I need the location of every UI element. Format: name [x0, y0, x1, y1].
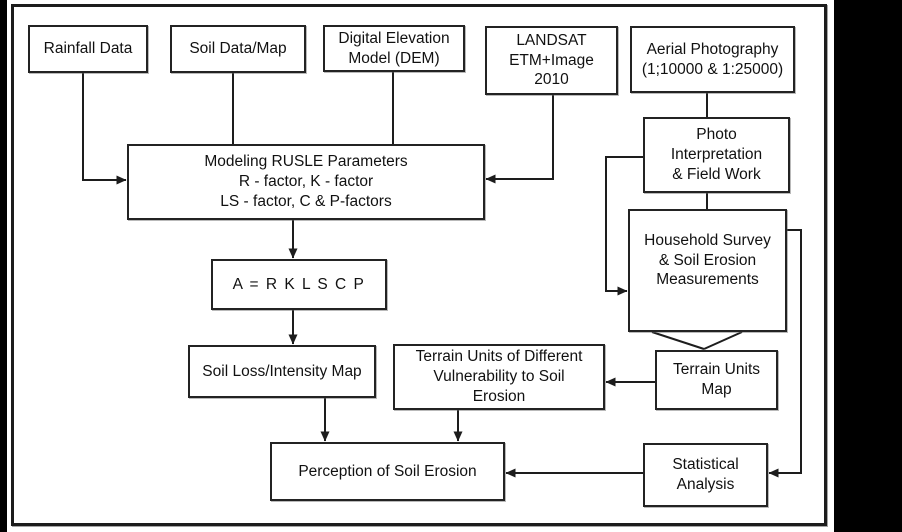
right-black-matte — [834, 0, 902, 532]
node-perception-of-soil-erosion-label: Perception of Soil Erosion — [298, 462, 477, 480]
node-digital-elevation-model: Digital Elevation Model (DEM) — [323, 25, 465, 72]
node-modeling-rusle-parameters: Modeling RUSLE Parameters R - factor, K … — [127, 144, 485, 220]
node-terrain-units-vulnerability-label: Terrain Units of Different Vulnerability… — [415, 348, 583, 405]
node-landsat-etm-image: LANDSAT ETM+Image 2010 — [485, 26, 618, 95]
node-digital-elevation-model-label: Digital Elevation Model (DEM) — [338, 29, 450, 67]
node-aerial-photography-label: Aerial Photography (1;10000 & 1:25000) — [641, 40, 784, 78]
node-landsat-etm-image-label: LANDSAT ETM+Image 2010 — [509, 31, 594, 89]
node-rainfall-data: Rainfall Data — [28, 25, 148, 73]
node-photo-interpretation-label: Photo Interpretation & Field Work — [670, 126, 763, 183]
node-household-survey: Household Survey & Soil Erosion Measurem… — [628, 209, 787, 332]
diagram-outer-frame — [11, 4, 827, 526]
node-statistical-analysis-label: Statistical Analysis — [672, 456, 739, 493]
node-modeling-rusle-parameters-label: Modeling RUSLE Parameters R - factor, K … — [204, 153, 408, 210]
node-terrain-units-vulnerability: Terrain Units of Different Vulnerability… — [393, 344, 605, 410]
node-terrain-units-map: Terrain Units Map — [655, 350, 778, 410]
node-perception-of-soil-erosion: Perception of Soil Erosion — [270, 442, 505, 501]
node-soil-loss-intensity-map-label: Soil Loss/Intensity Map — [202, 362, 362, 380]
node-photo-interpretation: Photo Interpretation & Field Work — [643, 117, 790, 193]
node-rusle-formula-label: A = R K L S C P — [232, 275, 366, 293]
node-rusle-formula: A = R K L S C P — [211, 259, 387, 310]
node-soil-data-map-label: Soil Data/Map — [189, 40, 287, 58]
node-soil-data-map: Soil Data/Map — [170, 25, 306, 73]
node-statistical-analysis: Statistical Analysis — [643, 443, 768, 507]
node-rainfall-data-label: Rainfall Data — [43, 40, 133, 58]
node-household-survey-label: Household Survey & Soil Erosion Measurem… — [644, 231, 771, 289]
node-soil-loss-intensity-map: Soil Loss/Intensity Map — [188, 345, 376, 398]
node-aerial-photography: Aerial Photography (1;10000 & 1:25000) — [630, 26, 795, 93]
node-terrain-units-map-label: Terrain Units Map — [673, 361, 760, 398]
left-black-matte — [0, 0, 7, 532]
